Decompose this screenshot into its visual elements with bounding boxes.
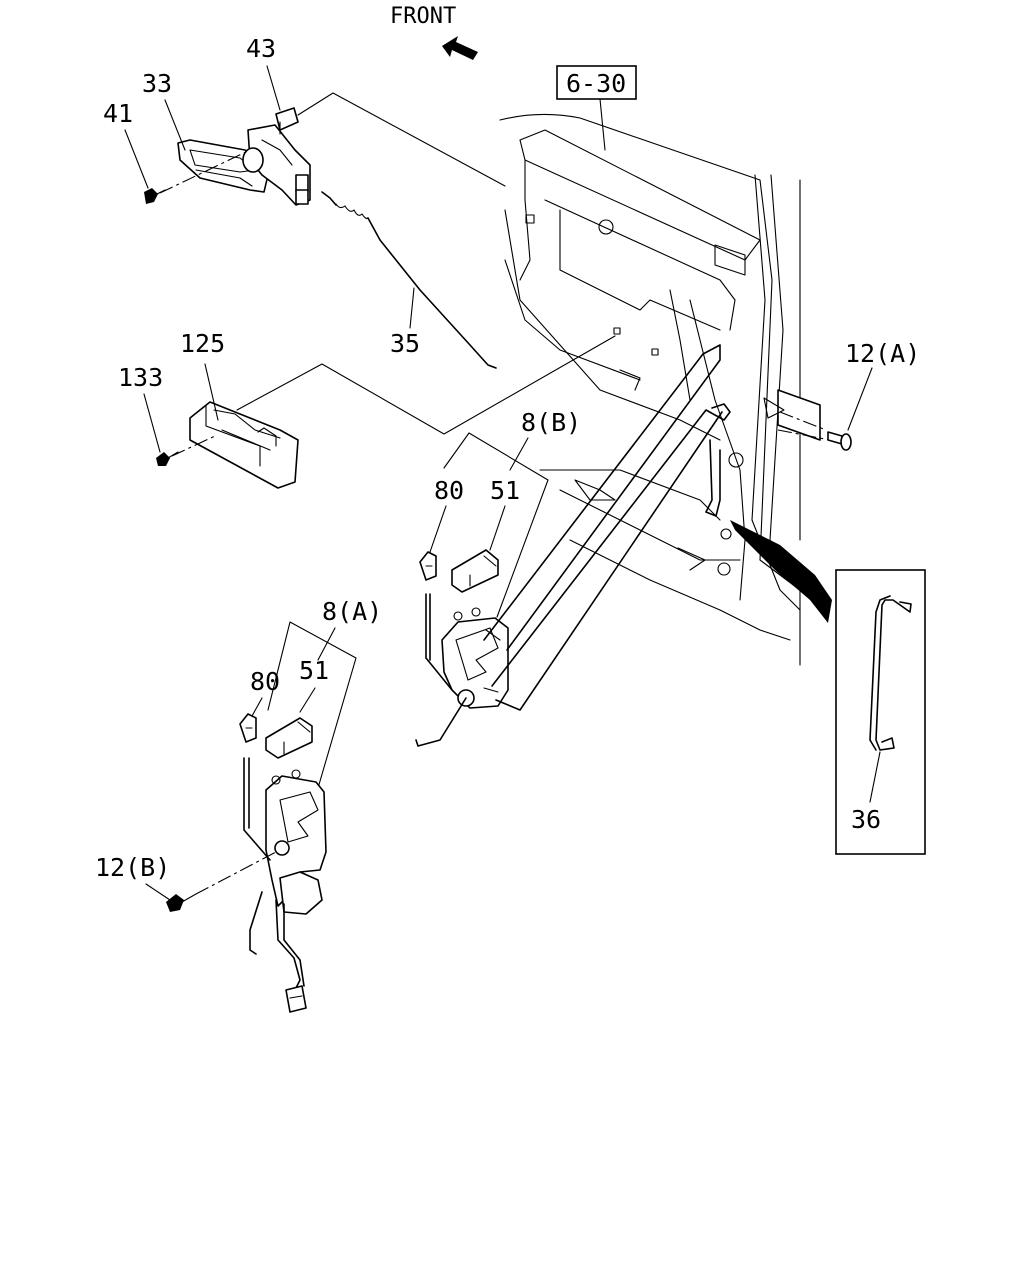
screw-12a-icon xyxy=(827,431,852,451)
lock-rods-8a xyxy=(243,757,305,989)
reference-box xyxy=(556,65,637,100)
door-edge-bracket xyxy=(763,389,821,441)
callout-41: 41 xyxy=(103,99,133,128)
screw-41-icon xyxy=(144,188,166,204)
handle-to-door-leader xyxy=(297,92,506,187)
clip-43-icon xyxy=(275,107,299,135)
inside-handle-33 xyxy=(177,124,311,206)
callout-80a: 80 xyxy=(250,667,280,696)
door-lock-actuator-8b xyxy=(441,607,509,709)
callout-80b: 80 xyxy=(434,476,464,505)
group-8b-bracket xyxy=(443,432,549,618)
screw-41-leader xyxy=(159,149,251,194)
front-label: FRONT xyxy=(390,4,456,29)
front-arrow-icon xyxy=(442,36,478,60)
clip-51b-icon xyxy=(451,549,499,593)
callout-33: 33 xyxy=(142,69,172,98)
callout-51a: 51 xyxy=(299,656,329,685)
callout-8b: 8(B) xyxy=(521,408,581,437)
reference-box-label: 6-30 xyxy=(566,69,626,98)
callout-8a: 8(A) xyxy=(322,597,382,626)
clip-80b-icon xyxy=(419,551,437,581)
inset-box xyxy=(835,569,926,855)
screw-12b-icon xyxy=(166,893,197,912)
callout-125: 125 xyxy=(180,329,225,358)
bracket-to-door-leader xyxy=(236,335,616,435)
wire-connector-icon xyxy=(285,985,307,1013)
bracket-125 xyxy=(189,401,299,489)
rod-36 xyxy=(869,595,912,751)
callout-12a: 12(A) xyxy=(845,339,920,368)
rod-35 xyxy=(321,191,497,369)
screw-133-icon xyxy=(156,451,179,466)
screw-12a-leader xyxy=(777,429,831,441)
clip-80a-icon xyxy=(239,713,257,743)
door-inner-panel xyxy=(499,113,806,666)
callout-bar xyxy=(730,520,832,623)
door-lock-actuator-8a xyxy=(265,769,327,915)
screw-12b-leader xyxy=(195,851,277,895)
callout-51b: 51 xyxy=(490,476,520,505)
screw-133-leader xyxy=(171,435,216,457)
callout-36: 36 xyxy=(851,805,881,834)
callout-12b: 12(B) xyxy=(95,853,170,882)
callout-43: 43 xyxy=(246,34,276,63)
group-8a-bracket xyxy=(267,621,357,789)
callout-133: 133 xyxy=(118,363,163,392)
lock-rods-8b xyxy=(415,344,731,747)
clip-51a-icon xyxy=(265,717,313,759)
callout-35: 35 xyxy=(390,329,420,358)
reference-leader xyxy=(599,98,606,151)
